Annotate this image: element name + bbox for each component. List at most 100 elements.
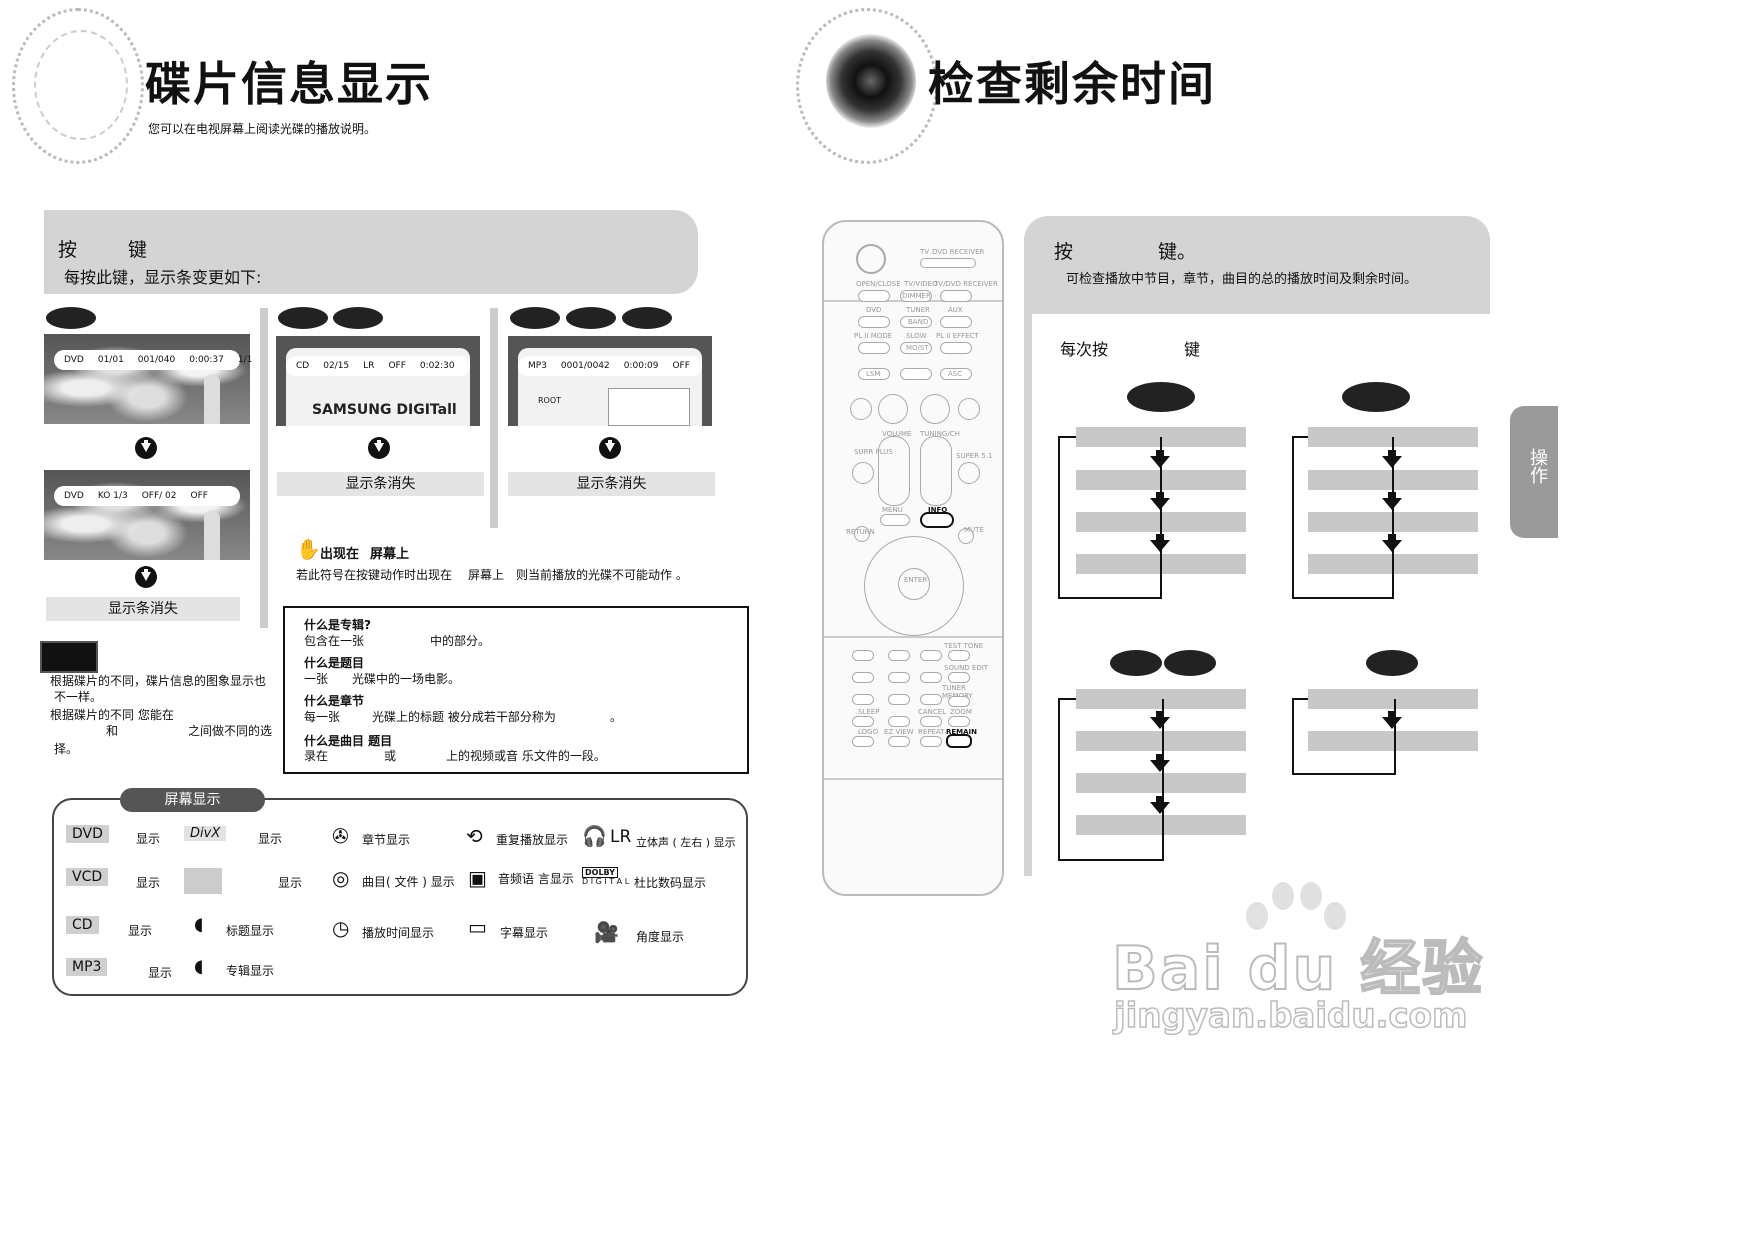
- faq-q1: 什么是专辑?: [304, 618, 371, 632]
- label-asc: ASC: [948, 370, 963, 378]
- hand-icon: ✋: [296, 537, 321, 561]
- legend-track: 曲目( 文件 ) 显示: [362, 875, 455, 889]
- tag-dvd: DVD: [66, 825, 109, 843]
- side-note-2: 不一样。: [54, 690, 103, 704]
- instruction-press: 按: [58, 239, 78, 261]
- menu-button[interactable]: [880, 514, 910, 526]
- label-tuner: TUNER: [906, 306, 930, 314]
- play-pause-button[interactable]: [920, 394, 950, 424]
- chapter-icon: ✇: [332, 824, 349, 848]
- receiver-button[interactable]: [940, 290, 972, 302]
- skip-back-button[interactable]: [850, 398, 872, 420]
- flow1-loop-top: [1058, 436, 1076, 438]
- flow4-loop-top: [1292, 698, 1308, 700]
- time-icon: ◷: [332, 916, 350, 940]
- key-9[interactable]: [920, 694, 942, 705]
- remain-button[interactable]: [946, 734, 972, 748]
- label-surr-plus: SURR PLUS: [854, 448, 893, 456]
- flow2-badge: [1342, 382, 1410, 412]
- sleep-button[interactable]: [852, 716, 874, 727]
- key-2[interactable]: [888, 650, 910, 661]
- hand-note-body-b: 屏幕上: [468, 568, 505, 582]
- enter-button[interactable]: [898, 568, 930, 600]
- mp3-file-list: [608, 388, 690, 426]
- test-tone-button[interactable]: [948, 650, 970, 661]
- flow4-badge: [1366, 650, 1418, 676]
- dimmer-button[interactable]: [900, 290, 932, 302]
- legend-repeat: 重复播放显示: [496, 833, 569, 847]
- osd-disc: DVD: [64, 355, 84, 365]
- key-4[interactable]: [852, 672, 874, 683]
- open-close-button[interactable]: [858, 290, 890, 302]
- mode-switch[interactable]: [920, 258, 976, 268]
- sound-edit-button[interactable]: [948, 672, 970, 683]
- key-3[interactable]: [920, 650, 942, 661]
- zoom-button[interactable]: [948, 716, 970, 727]
- faq-a1a: 包含在一张: [304, 634, 365, 648]
- slow-button[interactable]: [900, 342, 932, 354]
- faq-a4b: 或: [384, 749, 397, 763]
- osd-disc: CD: [296, 361, 310, 371]
- logo-button[interactable]: [852, 736, 874, 747]
- cancel-button[interactable]: [920, 716, 942, 727]
- down-arrow-icon: [1150, 796, 1170, 814]
- key-6[interactable]: [920, 672, 942, 683]
- key-1[interactable]: [852, 650, 874, 661]
- osd-angle: 1/1: [237, 355, 253, 365]
- remote-divider: [824, 636, 1002, 638]
- osd-repeat: OFF: [388, 361, 406, 371]
- svcd-placeholder: [184, 868, 222, 894]
- flow4-step1: [1308, 689, 1478, 709]
- track-icon: ◎: [332, 866, 350, 890]
- flow4-loop: [1292, 699, 1396, 775]
- key-7[interactable]: [852, 694, 874, 705]
- mp3-screen: MP3 0001/0042 0:00:09 OFF ROOT: [508, 336, 712, 426]
- instruction-bar-right: [1024, 216, 1490, 314]
- mute-button[interactable]: [958, 528, 974, 544]
- flow3-badge: [1110, 650, 1162, 676]
- dpad[interactable]: [864, 536, 964, 636]
- flow3-badge-2: [1164, 650, 1216, 676]
- skip-forward-button[interactable]: [958, 398, 980, 420]
- legend-dolby: 杜比数码显示: [634, 876, 707, 890]
- speaker-icon: [826, 34, 916, 128]
- tuning-rocker[interactable]: [920, 436, 952, 506]
- key-5[interactable]: [888, 672, 910, 683]
- lsm-button[interactable]: [858, 368, 890, 380]
- power-button[interactable]: [856, 244, 886, 274]
- asc-button[interactable]: [940, 368, 972, 380]
- stop-button[interactable]: [878, 394, 908, 424]
- tag-cd: CD: [66, 916, 99, 934]
- tuner-memory-button[interactable]: [948, 696, 970, 707]
- faq-q2: 什么是题目: [304, 656, 365, 670]
- label-tv-dvd-receiver: TV/DVD RECEIVER: [934, 280, 998, 288]
- volume-rocker[interactable]: [878, 436, 910, 506]
- super51-button[interactable]: [958, 462, 980, 484]
- page-title: 碟片信息显示: [145, 57, 433, 111]
- repeat-button[interactable]: [920, 736, 942, 747]
- osd-time: 0:00:09: [623, 361, 659, 371]
- ez-view-button[interactable]: [888, 736, 910, 747]
- label-zoom: ZOOM: [950, 708, 972, 716]
- tuner-band-button[interactable]: [900, 316, 932, 328]
- pl-effect-button[interactable]: [940, 342, 972, 354]
- lsm-plus-button[interactable]: [900, 368, 932, 380]
- dvd-button[interactable]: [858, 316, 890, 328]
- key-0[interactable]: [888, 716, 910, 727]
- return-button[interactable]: [854, 526, 870, 542]
- info-button[interactable]: [920, 512, 954, 528]
- faq-a3b: 光碟上的标题 被分成若干部分称为: [372, 710, 556, 724]
- key-8[interactable]: [888, 694, 910, 705]
- column-divider: [490, 308, 498, 528]
- faq-q3: 什么是章节: [304, 694, 365, 708]
- disappear-label: 显示条消失: [508, 472, 715, 496]
- headphone-icon: 🎧: [582, 824, 607, 848]
- label-info: INFO: [928, 506, 948, 514]
- pl-mode-button[interactable]: [858, 342, 890, 354]
- aux-button[interactable]: [940, 316, 972, 328]
- label-dvd: DVD: [866, 306, 882, 314]
- instruction-key-right: 键。: [1158, 241, 1197, 263]
- surr-plus-button[interactable]: [852, 462, 874, 484]
- side-tab[interactable]: [1510, 406, 1558, 538]
- osd-time: 0:00:37: [189, 355, 224, 365]
